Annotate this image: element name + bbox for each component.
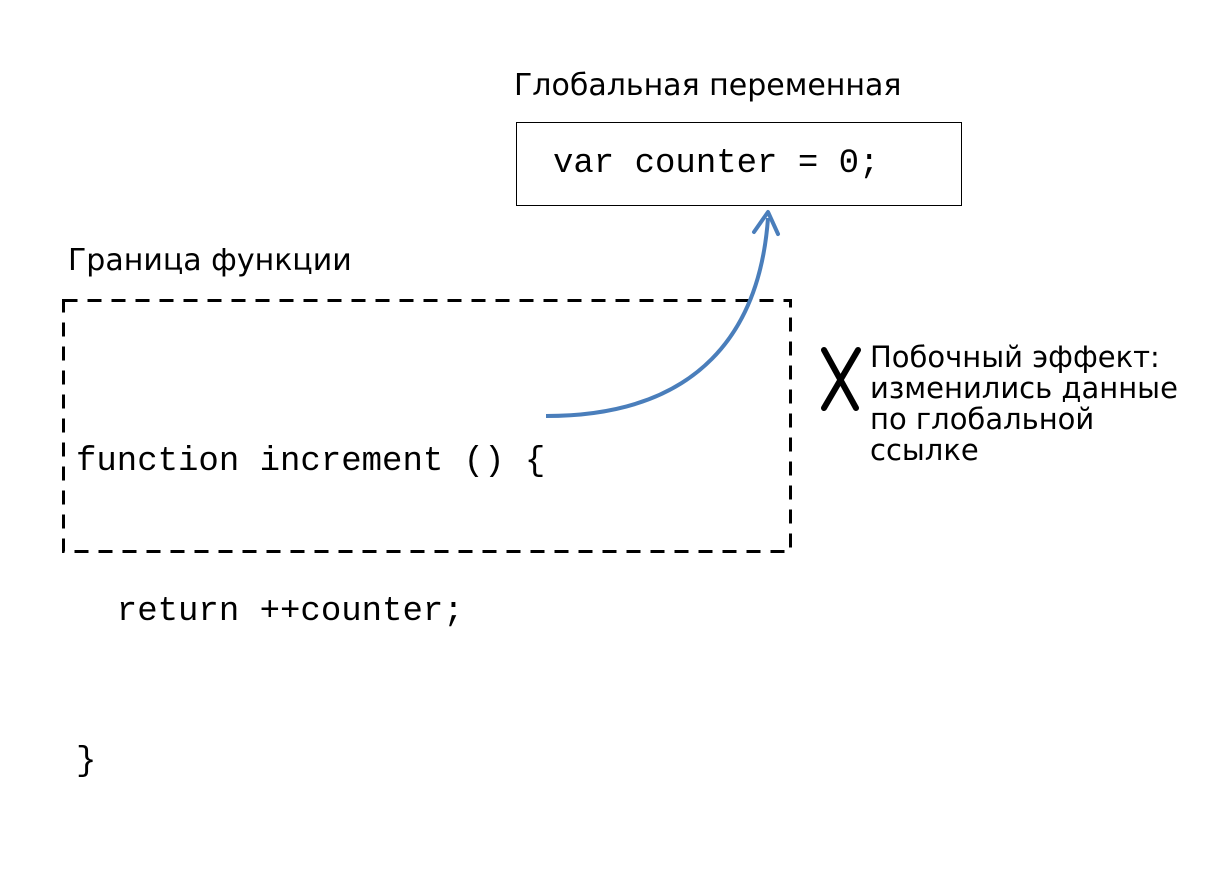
cross-icon [821,347,861,411]
global-variable-label: Глобальная переменная [514,68,902,103]
function-boundary-box: function increment () { return ++counter… [62,299,792,781]
function-boundary-label: Граница функции [68,243,352,278]
function-code: function increment () { return ++counter… [76,337,545,887]
code-line: function increment () { [76,443,546,481]
global-variable-code: var counter = 0; [553,145,880,183]
code-line: return ++counter; [76,593,464,631]
side-effect-note: Побочный эффект: изменились данные по гл… [818,342,1205,466]
global-variable-box: var counter = 0; [516,122,962,206]
side-effect-text: Побочный эффект: изменились данные по гл… [870,340,1178,467]
function-boundary-border [62,299,792,553]
code-line: } [76,743,97,781]
